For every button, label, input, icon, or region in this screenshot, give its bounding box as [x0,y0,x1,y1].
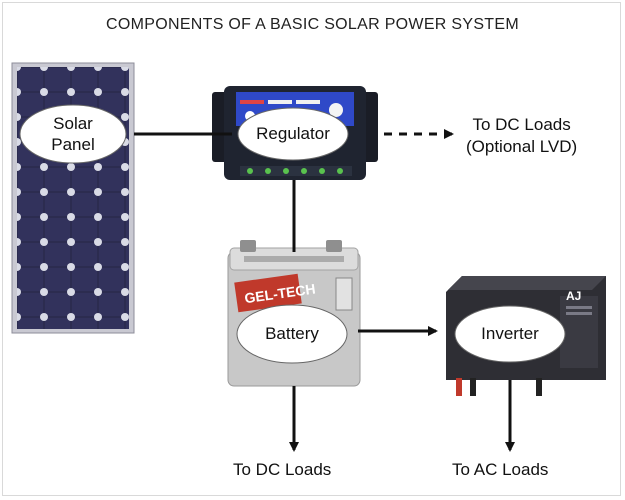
battery-label: Battery [265,324,319,343]
solar-panel-label-line1: Solar [53,114,93,133]
solar-panel-label-line2: Panel [51,135,95,154]
solar-panel [11,62,135,334]
dc-loads-optional-line2: (Optional LVD) [466,137,578,156]
diagram-frame [2,2,621,496]
battery-dc-loads-label: To DC Loads [233,460,332,479]
battery-oval [236,304,348,364]
regulator-oval [237,107,349,161]
regulator-label: Regulator [256,124,330,143]
diagram-title: COMPONENTS OF A BASIC SOLAR POWER SYSTEM [106,16,519,33]
solar-panel-oval [19,104,127,164]
solar-panel-label: Solar Panel [23,113,123,155]
inverter-ac-loads-label: To AC Loads [452,460,549,479]
dc-loads-optional-label: To DC Loads (Optional LVD) [466,114,577,158]
dc-loads-optional-line1: To DC Loads [472,115,571,134]
inverter-oval [454,305,566,363]
inverter-label: Inverter [481,324,539,343]
inverter-logo-text: AJ [566,289,581,303]
